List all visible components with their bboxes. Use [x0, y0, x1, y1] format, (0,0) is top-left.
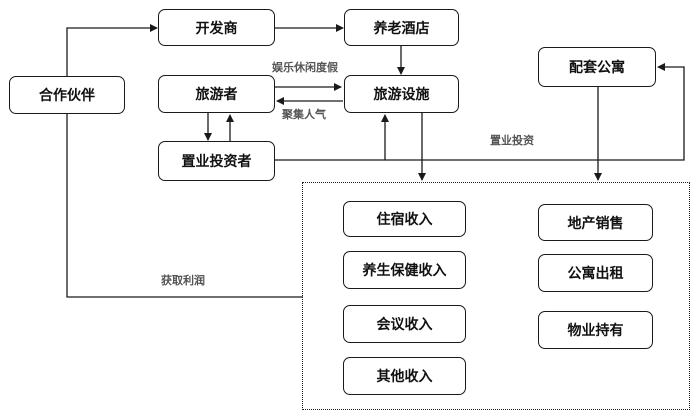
- node-tourism-facility: 旅游设施: [344, 75, 459, 113]
- edge-label-profit: 获取利润: [161, 274, 205, 287]
- edge-partner-developer: [66, 24, 158, 76]
- node-elder-hotel: 养老酒店: [344, 9, 459, 46]
- edge-investor-apartment: [385, 63, 685, 161]
- income-item: 养生保健收入: [343, 251, 466, 289]
- node-supporting-apartment: 配套公寓: [538, 47, 656, 87]
- edge-label-gather: 聚集人气: [282, 108, 326, 121]
- node-developer: 开发商: [158, 9, 275, 46]
- edge-partner-profit: [66, 114, 303, 298]
- edge-investor-facility: [275, 114, 389, 161]
- income-item: 其他收入: [343, 357, 466, 395]
- node-property-investor: 置业投资者: [158, 141, 275, 181]
- node-partner: 合作伙伴: [9, 76, 125, 114]
- income-group-box: [302, 182, 690, 410]
- node-tourist: 旅游者: [158, 75, 275, 113]
- edge-label-leisure: 娱乐休闲度假: [272, 61, 338, 74]
- income-item: 地产销售: [538, 204, 653, 241]
- edge-label-invest: 置业投资: [490, 134, 534, 147]
- income-item: 物业持有: [538, 311, 653, 349]
- income-item: 公寓出租: [538, 254, 653, 292]
- income-item: 会议收入: [343, 305, 466, 343]
- income-item: 住宿收入: [343, 201, 466, 237]
